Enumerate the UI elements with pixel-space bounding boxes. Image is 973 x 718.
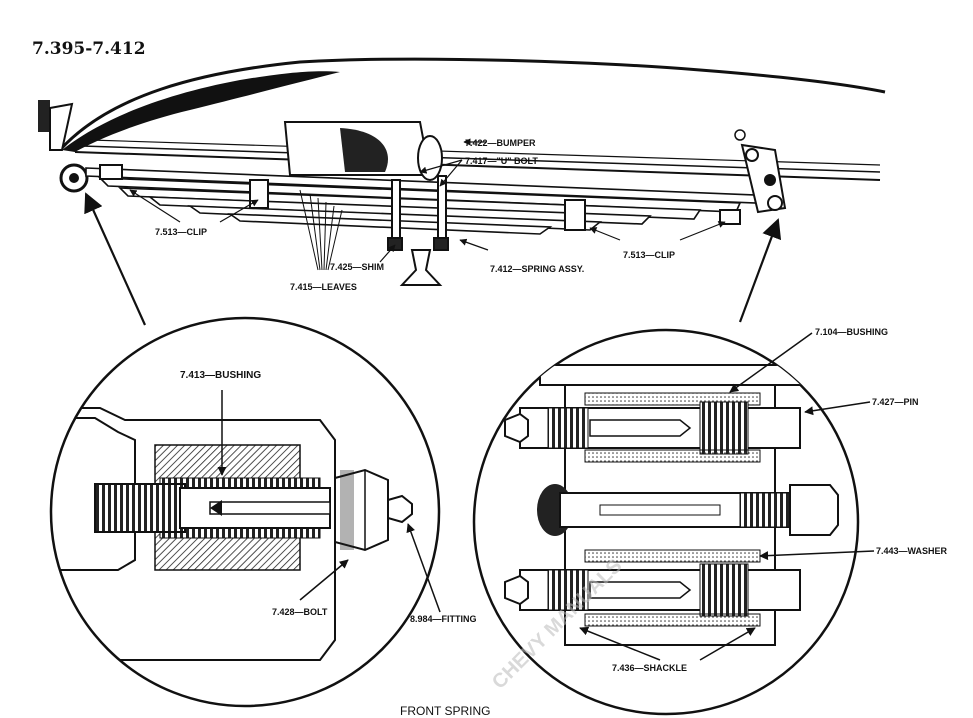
frame-rail xyxy=(58,57,886,152)
clip-left xyxy=(249,179,269,209)
label-fitting: 8.984—FITTING xyxy=(410,614,477,624)
u-bolts xyxy=(387,175,449,286)
rear-shackle xyxy=(734,129,787,214)
label-bushing-left: 7.413—BUSHING xyxy=(180,370,261,381)
left-detail-circle: 7.413—BUSHING 7.428—BOLT 8.984—FITTING xyxy=(49,316,477,708)
label-bumper: 7.422—BUMPER xyxy=(465,138,536,148)
label-leaves: 7.415—LEAVES xyxy=(290,282,357,292)
clip-right xyxy=(564,199,586,231)
detail-pointer-arrows xyxy=(84,192,782,326)
label-bolt: 7.428—BOLT xyxy=(272,607,328,617)
figure-number: 7.395-7.412 xyxy=(32,39,146,59)
spring-assembly-illustration: 7.422—BUMPER 7.417—"U" BOLT 7.513—CLIP 7… xyxy=(38,57,886,292)
label-bushing-right: 7.104—BUSHING xyxy=(815,327,888,337)
label-shackle: 7.436—SHACKLE xyxy=(612,663,687,673)
label-shim: 7.425—SHIM xyxy=(330,262,384,272)
leaves-leaders xyxy=(299,189,343,271)
label-clip-right: 7.513—CLIP xyxy=(623,250,675,260)
label-pin: 7.427—PIN xyxy=(872,397,919,407)
right-detail-circle: 7.104—BUSHING 7.427—PIN 7.443—WASHER 7.4… xyxy=(472,327,948,716)
label-u-bolt: 7.417—"U" BOLT xyxy=(465,156,538,166)
figure-caption: FRONT SPRING xyxy=(400,704,490,718)
frame-rail-black xyxy=(62,71,340,152)
bumper xyxy=(283,121,443,181)
label-washer: 7.443—WASHER xyxy=(876,546,948,556)
label-clip-left: 7.513—CLIP xyxy=(155,227,207,237)
label-spring-assy: 7.412—SPRING ASSY. xyxy=(490,264,584,274)
